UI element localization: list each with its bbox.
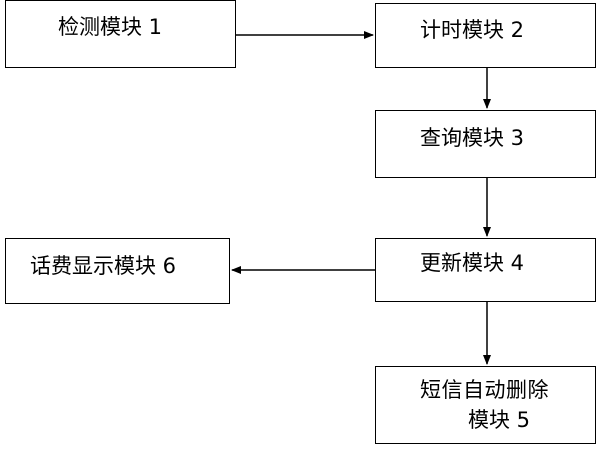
module-box-6: 话费显示模块 6 [5,238,230,304]
module-label-4: 更新模块 4 [420,251,525,275]
module-box-3: 查询模块 3 [375,110,596,178]
module-label-1: 检测模块 1 [58,15,163,39]
module-label-3: 查询模块 3 [420,126,525,150]
module-label-5-line-1: 短信自动删除 [420,378,549,402]
module-label-2: 计时模块 2 [420,18,525,42]
module-box-5: 短信自动删除 模块 5 [375,366,596,444]
module-label-5-line-2: 模块 5 [468,408,531,432]
module-box-4: 更新模块 4 [375,238,596,302]
module-box-1: 检测模块 1 [5,0,236,68]
module-box-2: 计时模块 2 [375,3,596,68]
module-label-6: 话费显示模块 6 [30,254,177,278]
